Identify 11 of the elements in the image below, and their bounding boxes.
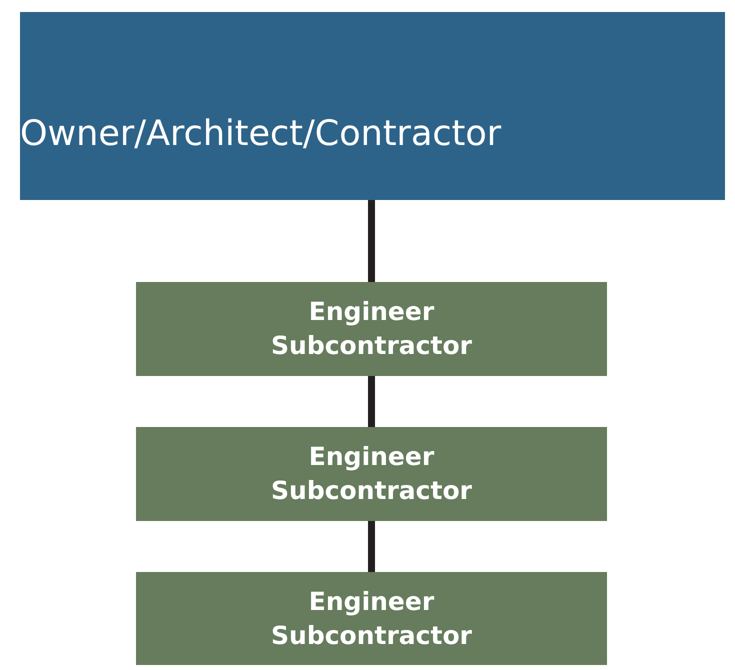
process-box xyxy=(136,282,607,376)
connector-line xyxy=(368,376,375,427)
box-label: Engineer Subcontractor xyxy=(270,296,473,362)
box-label: Owner/Architect/Contractor xyxy=(20,113,502,156)
header-box xyxy=(20,12,725,200)
box-label: Engineer Subcontractor xyxy=(270,441,473,507)
process-box xyxy=(136,572,607,665)
process-box xyxy=(136,427,607,521)
connector-line xyxy=(368,521,375,572)
box-label: Engineer Subcontractor xyxy=(270,586,473,652)
connector-line xyxy=(368,200,375,282)
